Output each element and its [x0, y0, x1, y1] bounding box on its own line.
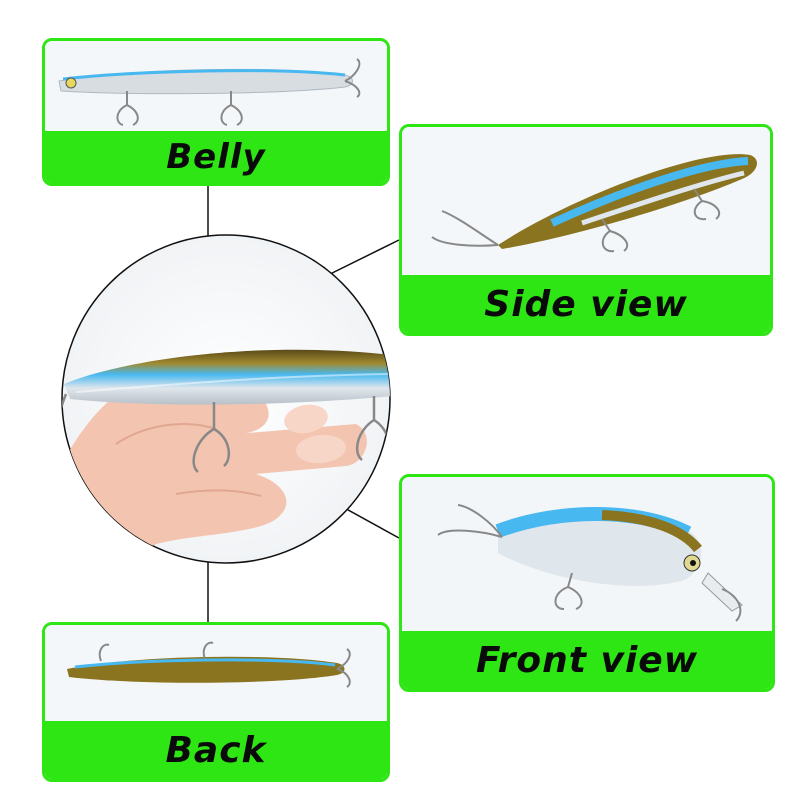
back-panel: Back — [42, 622, 390, 782]
front-view-label: Front view — [476, 639, 698, 681]
main-lure-photo — [61, 234, 391, 564]
front-view-label-bar: Front view — [402, 631, 772, 689]
belly-lure-photo — [45, 41, 387, 133]
back-label-bar: Back — [45, 721, 387, 779]
back-lure-photo — [45, 625, 387, 723]
side-view-lure-photo — [402, 127, 770, 277]
back-label: Back — [165, 729, 267, 771]
belly-label: Belly — [166, 137, 266, 177]
side-view-label-bar: Side view — [402, 275, 770, 333]
side-view-panel: Side view — [399, 124, 773, 336]
belly-label-bar: Belly — [45, 131, 387, 183]
front-view-lure-photo — [402, 477, 772, 633]
belly-panel: Belly — [42, 38, 390, 186]
side-view-label: Side view — [484, 283, 688, 325]
lure-body — [64, 349, 390, 405]
front-view-panel: Front view — [399, 474, 775, 692]
hand — [62, 372, 367, 563]
